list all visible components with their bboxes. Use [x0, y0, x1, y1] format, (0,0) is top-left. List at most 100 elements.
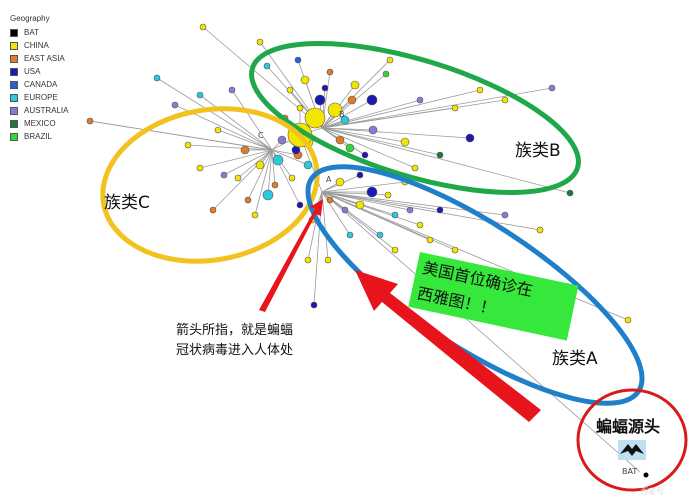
network-node	[271, 181, 279, 189]
legend-label-china: CHINA	[24, 41, 49, 50]
network-edge	[321, 127, 471, 139]
arrow-note: 箭头所指，就是蝙蝠 冠状病毒进入人体处	[176, 321, 293, 361]
network-node	[209, 206, 217, 214]
network-edge	[321, 191, 641, 473]
network-node	[345, 143, 355, 153]
legend-item-europe: EUROPE	[10, 91, 68, 104]
legend-swatch-usa	[10, 67, 18, 76]
network-node	[548, 84, 556, 92]
network-node	[304, 256, 312, 264]
network-node	[476, 86, 484, 94]
network-edge	[202, 26, 323, 129]
network-node	[436, 151, 444, 159]
network-node	[303, 160, 313, 170]
bat-node	[643, 472, 649, 478]
network-edge	[231, 89, 273, 151]
network-edge	[321, 191, 389, 196]
network-node	[244, 196, 252, 204]
network-node	[296, 104, 304, 112]
network-node	[321, 84, 329, 92]
network-node	[196, 164, 204, 172]
network-node	[416, 96, 424, 104]
legend-item-mexico: MEXICO	[10, 117, 68, 130]
network-edge	[321, 99, 373, 129]
network-node	[171, 101, 179, 109]
network-node	[406, 206, 414, 214]
network-edge	[321, 191, 411, 211]
network-edge	[156, 77, 273, 151]
network-node	[288, 174, 296, 182]
network-node	[391, 246, 399, 254]
network-node	[310, 301, 318, 309]
node-letter-c: C	[258, 131, 264, 140]
network-node	[335, 135, 345, 145]
network-edge	[321, 99, 421, 129]
network-edge	[321, 191, 351, 236]
cluster-c-ellipse	[100, 106, 320, 264]
legend-item-brazil: BRAZIL	[10, 130, 68, 143]
legend-item-usa: USA	[10, 65, 68, 78]
network-node	[304, 107, 326, 129]
legend-label-europe: EUROPE	[24, 93, 58, 102]
legend-label-bat: BAT	[24, 28, 39, 37]
network-node	[220, 171, 228, 179]
network-node	[335, 177, 345, 187]
network-node	[294, 56, 302, 64]
network-edge	[271, 149, 293, 179]
network-node	[86, 117, 94, 125]
arrow-note-line-1: 箭头所指，就是蝙蝠	[176, 323, 294, 338]
network-node	[356, 171, 364, 179]
legend-item-australia: AUSTRALIA	[10, 104, 68, 117]
legend-label-mexico: MEXICO	[24, 119, 56, 128]
network-node	[451, 246, 459, 254]
network-edge	[271, 149, 276, 186]
legend-label-usa: USA	[24, 67, 41, 76]
network-node	[501, 96, 509, 104]
network-node	[400, 137, 410, 147]
legend-item-canada: CANADA	[10, 78, 68, 91]
network-node	[536, 226, 544, 234]
network-edge	[187, 144, 273, 151]
legend-swatch-east-asia	[10, 54, 18, 63]
legend-label-brazil: BRAZIL	[24, 132, 53, 141]
network-node	[326, 68, 334, 76]
network-node	[256, 38, 264, 46]
legend-swatch-bat	[10, 28, 18, 37]
network-edges	[89, 26, 641, 473]
node-letter-a: A	[326, 175, 332, 184]
network-node	[384, 191, 392, 199]
network-node	[346, 231, 354, 239]
network-edge	[321, 127, 406, 143]
network-edge	[217, 129, 273, 151]
network-edge	[271, 149, 299, 156]
network-node	[263, 62, 271, 70]
network-node	[566, 189, 574, 197]
network-node	[326, 196, 334, 204]
cluster-c-label: 族类C	[104, 193, 150, 213]
network-edge	[212, 149, 273, 211]
legend-swatch-australia	[10, 106, 18, 115]
bat-source-label: 蝙蝠源头	[596, 417, 661, 436]
network-node	[153, 74, 161, 82]
network-node	[368, 125, 378, 135]
bat-icon	[618, 440, 646, 460]
network-node	[366, 94, 378, 106]
network-node	[391, 211, 399, 219]
network-node	[451, 104, 459, 112]
network-node	[340, 115, 350, 125]
network-edge	[254, 149, 273, 216]
network-edge	[321, 191, 329, 261]
legend-swatch-china	[10, 41, 18, 50]
legend-item-china: CHINA	[10, 39, 68, 52]
network-edge	[321, 127, 571, 194]
legend-swatch-brazil	[10, 132, 18, 141]
network-edge	[271, 149, 309, 166]
network-node	[272, 154, 284, 166]
network-edge	[223, 149, 273, 176]
cluster-b-ellipse	[249, 41, 581, 195]
network-edge	[237, 149, 273, 179]
network-node	[386, 56, 394, 64]
legend-item-east-asia: EAST ASIA	[10, 52, 68, 65]
